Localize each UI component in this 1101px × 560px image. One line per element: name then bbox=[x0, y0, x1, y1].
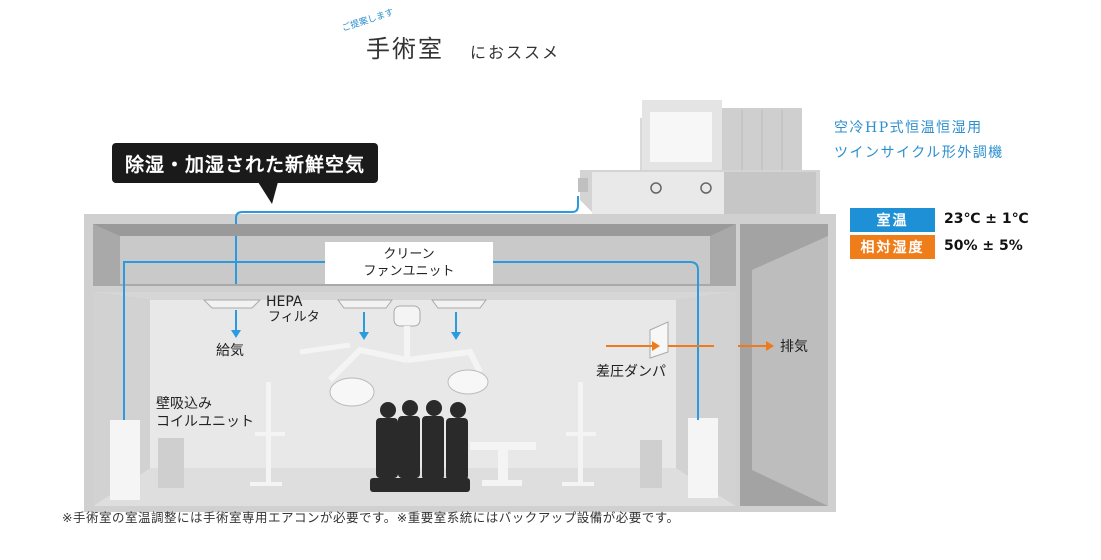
supply-air-duct bbox=[123, 196, 699, 420]
wall-coil-left bbox=[110, 420, 140, 500]
title-suffix: におススメ bbox=[470, 43, 561, 62]
exhaust-label: 排気 bbox=[780, 339, 808, 355]
fresh-air-callout: 除湿・加湿された新鮮空気 bbox=[112, 143, 378, 183]
medical-stand-left bbox=[250, 382, 285, 486]
ceiling-vent bbox=[337, 299, 393, 309]
plenum-back-wall bbox=[93, 224, 736, 236]
wall-coil-label-1: 壁吸込み bbox=[156, 396, 212, 412]
room-back-wall bbox=[150, 300, 676, 468]
hepa-label: HEPA bbox=[266, 294, 303, 310]
hepa-filter-vent bbox=[202, 299, 262, 309]
operating-table bbox=[470, 442, 536, 486]
exhaust-arrow bbox=[766, 341, 774, 351]
wall-panel bbox=[640, 440, 662, 488]
surgical-light bbox=[299, 305, 489, 407]
cfu-arrow bbox=[359, 332, 369, 340]
bubble-tail bbox=[258, 182, 278, 204]
air-handling-unit bbox=[578, 100, 820, 214]
cfu-line-2: ファンユニット bbox=[363, 264, 455, 279]
spec-label-humidity: 相対湿度 bbox=[850, 235, 935, 259]
clean-fan-unit-label: クリーン ファンユニット bbox=[325, 242, 493, 284]
spec-value-temperature: 23℃ ± 1℃ bbox=[944, 211, 1029, 227]
spec-value-humidity: 50% ± 5% bbox=[944, 238, 1023, 254]
filter-label: フィルタ bbox=[268, 310, 320, 325]
supply-label: 給気 bbox=[216, 343, 244, 359]
unit-name-line-2: ツインサイクル形外調機 bbox=[834, 145, 1004, 161]
spec-label-temperature: 室温 bbox=[850, 208, 935, 232]
damper-arrow bbox=[652, 341, 660, 351]
cfu-line-1: クリーン bbox=[383, 247, 435, 262]
supply-arrow bbox=[231, 330, 241, 338]
medical-stand-right bbox=[562, 382, 596, 486]
page-title: 手術室 bbox=[366, 35, 444, 63]
unit-name-line-1: 空冷HP式恒温恒湿用 bbox=[834, 120, 983, 136]
right-shaft-inner bbox=[752, 236, 828, 506]
ceiling-vent bbox=[431, 299, 487, 309]
wall-panel bbox=[158, 438, 184, 488]
wall-coil-label-2: コイルユニット bbox=[156, 414, 254, 430]
wall-coil-right bbox=[688, 418, 718, 498]
room-ceiling bbox=[93, 292, 736, 300]
surgeon-silhouettes bbox=[370, 400, 470, 492]
damper-label: 差圧ダンパ bbox=[596, 364, 666, 380]
footnote: ※手術室の室温調整には手術室専用エアコンが必要です。※重要室系統にはバックアップ… bbox=[62, 510, 680, 525]
cfu-arrow bbox=[451, 332, 461, 340]
